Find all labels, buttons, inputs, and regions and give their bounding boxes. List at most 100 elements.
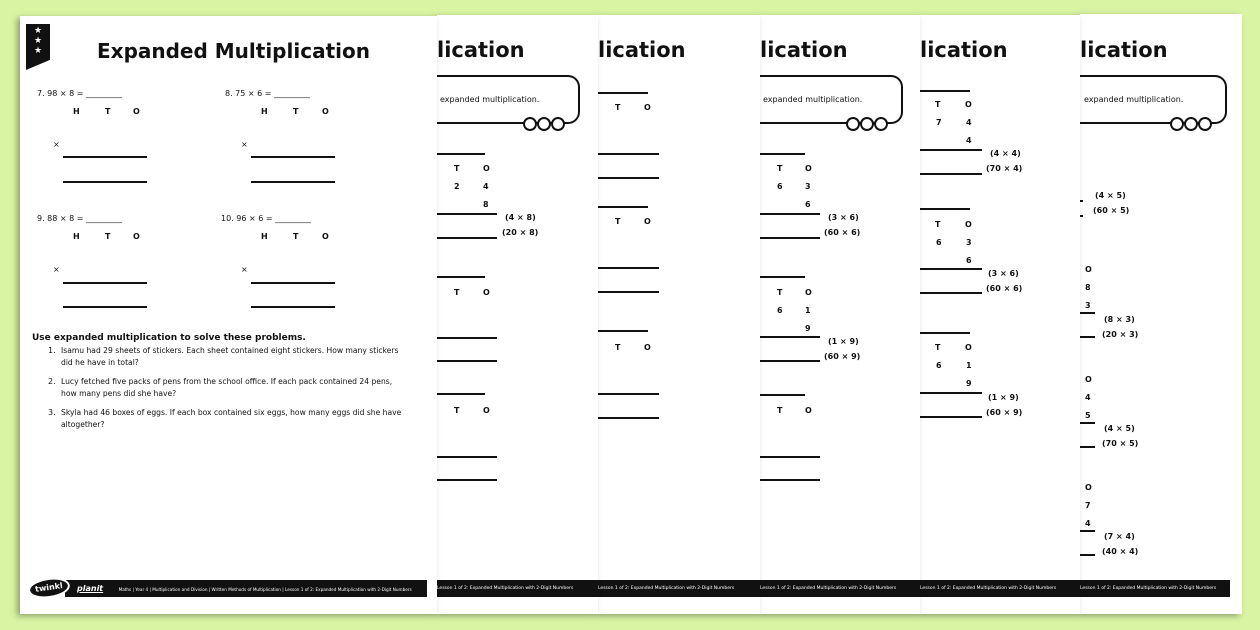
page-title: lication <box>437 38 525 62</box>
partial-label: (60 × 9) <box>824 352 861 361</box>
answer-line <box>598 393 659 395</box>
footer-text: Lesson 1 of 2: Expanded Multiplication w… <box>437 586 574 591</box>
column-h: H <box>261 232 268 241</box>
partial-label: (7 × 4) <box>1104 532 1135 541</box>
answer-line <box>598 153 659 155</box>
partial-label: (4 × 5) <box>1095 191 1126 200</box>
column-t: T <box>615 217 621 226</box>
answer-line <box>437 337 497 339</box>
circle-icon <box>1198 117 1212 131</box>
partial-label: (1 × 9) <box>988 393 1019 402</box>
column-t: T <box>777 288 783 297</box>
multiply-sign: × <box>241 265 248 274</box>
answer-line <box>760 153 805 155</box>
column-o: O <box>483 406 490 415</box>
circle-icon <box>1170 117 1184 131</box>
digit: 2 <box>454 182 460 191</box>
worksheet-page-6[interactable]: lication expanded multiplication. (4 × 5… <box>1080 14 1242 614</box>
answer-line <box>1080 312 1095 314</box>
digit: 9 <box>805 324 811 333</box>
partial-label: (4 × 5) <box>1104 424 1135 433</box>
column-t: T <box>615 343 621 352</box>
answer-line <box>251 181 335 183</box>
circle-icon <box>551 117 565 131</box>
digit: 6 <box>777 182 783 191</box>
digit: 5 <box>1085 411 1091 420</box>
answer-line <box>920 332 970 334</box>
answer-line <box>63 282 147 284</box>
answer-line <box>760 336 820 338</box>
column-o: O <box>322 107 329 116</box>
column-t: T <box>454 406 460 415</box>
digit: 4 <box>966 118 972 127</box>
question-9: 9. 88 × 8 = _________ <box>37 214 123 223</box>
answer-line <box>760 479 820 481</box>
answer-line <box>598 177 659 179</box>
partial-label: (20 × 3) <box>1102 330 1139 339</box>
column-o: O <box>805 164 812 173</box>
digit: 8 <box>483 200 489 209</box>
partial-label: (70 × 4) <box>986 164 1023 173</box>
answer-line <box>437 276 485 278</box>
partial-label: (60 × 6) <box>824 228 861 237</box>
footer-text: Lesson 1 of 2: Expanded Multiplication w… <box>920 586 1057 591</box>
problem-text: Isamu had 29 sheets of stickers. Each sh… <box>61 346 399 355</box>
partial-label: (1 × 9) <box>828 337 859 346</box>
column-o: O <box>965 220 972 229</box>
answer-line <box>598 267 659 269</box>
partial-label: (60 × 6) <box>986 284 1023 293</box>
partial-label: (40 × 4) <box>1102 547 1139 556</box>
footer-bar: planit Maths | Year 4 | Multiplication a… <box>65 580 427 597</box>
problem-text: altogether? <box>61 420 105 429</box>
answer-line <box>251 306 335 308</box>
answer-line <box>760 456 820 458</box>
answer-line <box>251 282 335 284</box>
answer-line <box>1080 422 1095 424</box>
problem-text: did he have in total? <box>61 358 139 367</box>
column-o: O <box>805 406 812 415</box>
problem-number: 1. <box>48 346 56 355</box>
partial-label: (60 × 5) <box>1093 206 1130 215</box>
column-o: O <box>1085 375 1092 384</box>
column-o: O <box>965 100 972 109</box>
answer-line <box>760 360 820 362</box>
answer-line <box>437 153 485 155</box>
column-t: T <box>293 107 299 116</box>
footer-bar: Lesson 1 of 2: Expanded Multiplication w… <box>1080 580 1230 597</box>
circle-icon <box>874 117 888 131</box>
column-t: T <box>454 288 460 297</box>
question-7: 7. 98 × 8 = _________ <box>37 89 123 98</box>
column-t: T <box>777 406 783 415</box>
answer-line <box>1080 336 1095 338</box>
answer-line <box>598 291 659 293</box>
worksheet-page-1[interactable]: ★★★ Expanded Multiplication 7. 98 × 8 = … <box>20 16 437 614</box>
answer-line <box>760 394 805 396</box>
column-o: O <box>483 288 490 297</box>
difficulty-stars-badge: ★★★ <box>26 24 50 70</box>
column-t: T <box>105 107 111 116</box>
column-o: O <box>1085 483 1092 492</box>
twinkl-logo-text: twinkl <box>34 581 64 594</box>
digit: 4 <box>1085 393 1091 402</box>
answer-line <box>437 479 497 481</box>
answer-line <box>63 181 147 183</box>
circle-icon <box>537 117 551 131</box>
column-h: H <box>73 107 80 116</box>
digit: 7 <box>936 118 942 127</box>
answer-line <box>760 276 805 278</box>
circle-icon <box>523 117 537 131</box>
answer-line <box>63 156 147 158</box>
footer-bar: Lesson 1 of 2: Expanded Multiplication w… <box>598 580 760 597</box>
problem-text: how many pens did she have? <box>61 389 177 398</box>
footer-text: Lesson 1 of 2: Expanded Multiplication w… <box>760 586 897 591</box>
multiply-sign: × <box>53 265 60 274</box>
column-h: H <box>73 232 80 241</box>
instruction-text: expanded multiplication. <box>440 95 540 104</box>
question-8: 8. 75 × 6 = _________ <box>225 89 311 98</box>
star-icon: ★ <box>33 36 43 46</box>
column-t: T <box>935 220 941 229</box>
